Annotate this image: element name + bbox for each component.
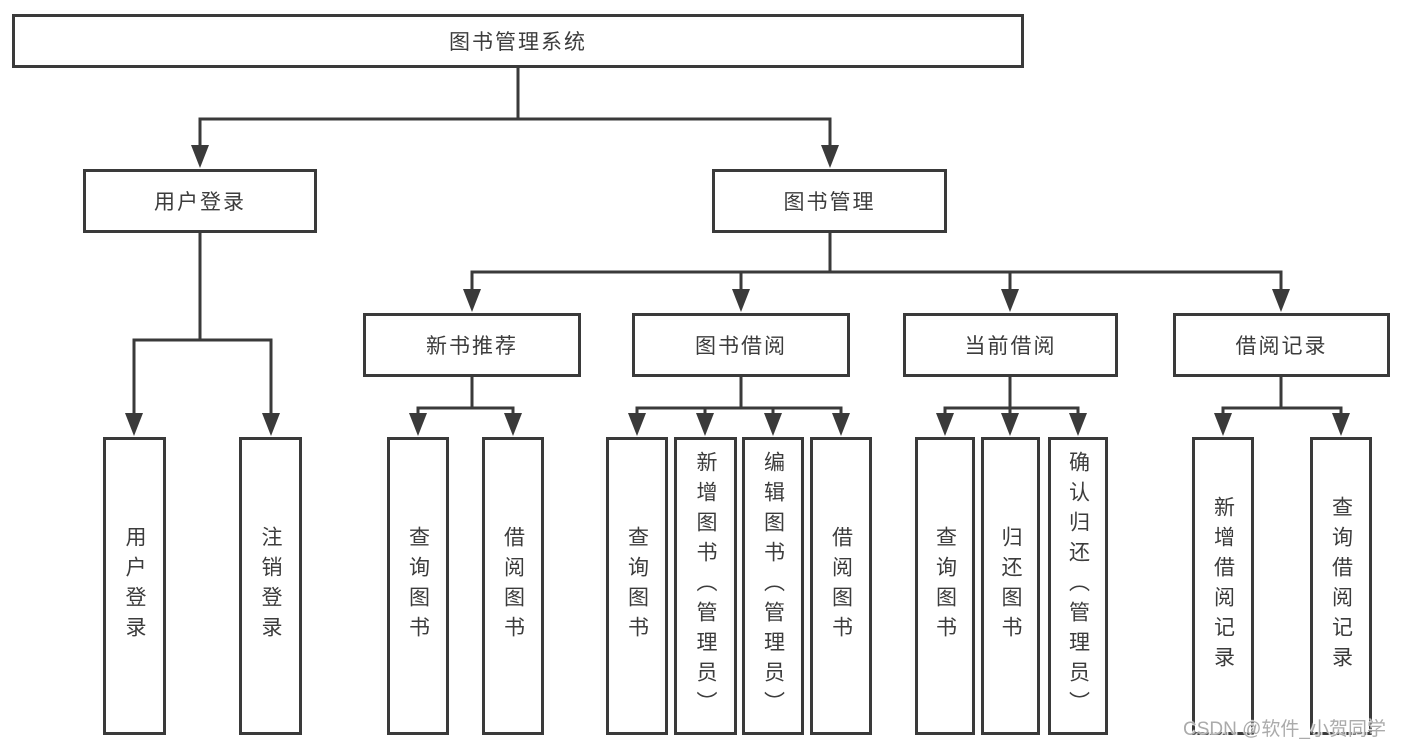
leaf-borrow-books-recommend-label: 借阅图书 <box>501 526 525 646</box>
leaf-query-books-recommend: 查询图书 <box>387 437 449 735</box>
leaf-add-borrow-record: 新增借阅记录 <box>1192 437 1254 735</box>
node-book-management: 图书管理 <box>712 169 947 233</box>
leaf-add-borrow-record-label: 新增借阅记录 <box>1211 496 1235 676</box>
leaf-query-books-current: 查询图书 <box>915 437 975 735</box>
leaf-confirm-return-admin-label: 确认归还（管理员） <box>1066 451 1090 721</box>
node-root-label: 图书管理系统 <box>449 31 587 54</box>
leaf-query-borrow-record-label: 查询借阅记录 <box>1329 496 1353 676</box>
node-book-borrowing-label: 图书借阅 <box>695 335 787 358</box>
node-current-borrowing-label: 当前借阅 <box>964 335 1057 358</box>
leaf-query-borrow-record: 查询借阅记录 <box>1310 437 1372 735</box>
leaf-query-books-borrowing: 查询图书 <box>606 437 668 735</box>
node-current-borrowing: 当前借阅 <box>903 313 1118 377</box>
node-user-login-label: 用户登录 <box>154 191 246 214</box>
node-borrowing-records-label: 借阅记录 <box>1235 335 1328 358</box>
leaf-return-books-label: 归还图书 <box>999 526 1023 646</box>
node-borrowing-records: 借阅记录 <box>1173 313 1390 377</box>
leaf-edit-books-admin-label: 编辑图书（管理员） <box>761 451 785 721</box>
leaf-borrow-books-borrowing: 借阅图书 <box>810 437 872 735</box>
connector-current-borrowing-to-leaves <box>943 377 1080 416</box>
leaf-add-books-admin-label: 新增图书（管理员） <box>694 451 718 721</box>
leaf-confirm-return-admin: 确认归还（管理员） <box>1048 437 1108 735</box>
connector-new-book-recommendation-to-leaves <box>416 377 515 416</box>
leaf-add-books-admin: 新增图书（管理员） <box>674 437 737 735</box>
arrowheads <box>125 145 1350 436</box>
node-user-login: 用户登录 <box>83 169 317 233</box>
connector-root-to-level2 <box>198 68 832 148</box>
node-new-book-recommendation: 新书推荐 <box>363 313 581 377</box>
leaf-return-books: 归还图书 <box>981 437 1040 735</box>
leaf-query-books-borrowing-label: 查询图书 <box>625 526 649 646</box>
node-new-book-recommendation-label: 新书推荐 <box>426 335 518 358</box>
leaf-edit-books-admin: 编辑图书（管理员） <box>742 437 804 735</box>
leaf-query-books-current-label: 查询图书 <box>933 526 957 646</box>
leaf-logout-label: 注销登录 <box>259 526 283 646</box>
leaf-user-login: 用户登录 <box>103 437 166 735</box>
leaf-query-books-recommend-label: 查询图书 <box>406 526 430 646</box>
node-root: 图书管理系统 <box>12 14 1024 68</box>
connector-borrowing-records-to-leaves <box>1221 377 1343 416</box>
leaf-borrow-books-recommend: 借阅图书 <box>482 437 544 735</box>
node-book-management-label: 图书管理 <box>783 191 876 214</box>
node-book-borrowing: 图书借阅 <box>632 313 850 377</box>
connector-book-management-to-level3 <box>470 233 1283 292</box>
csdn-watermark: CSDN @软件_小贺同学 <box>1183 719 1386 740</box>
leaf-logout: 注销登录 <box>239 437 302 735</box>
connector-book-borrowing-to-leaves <box>635 377 843 416</box>
leaf-borrow-books-borrowing-label: 借阅图书 <box>829 526 853 646</box>
leaf-user-login-label: 用户登录 <box>123 526 147 646</box>
connector-user-login-to-leaves <box>132 233 273 416</box>
